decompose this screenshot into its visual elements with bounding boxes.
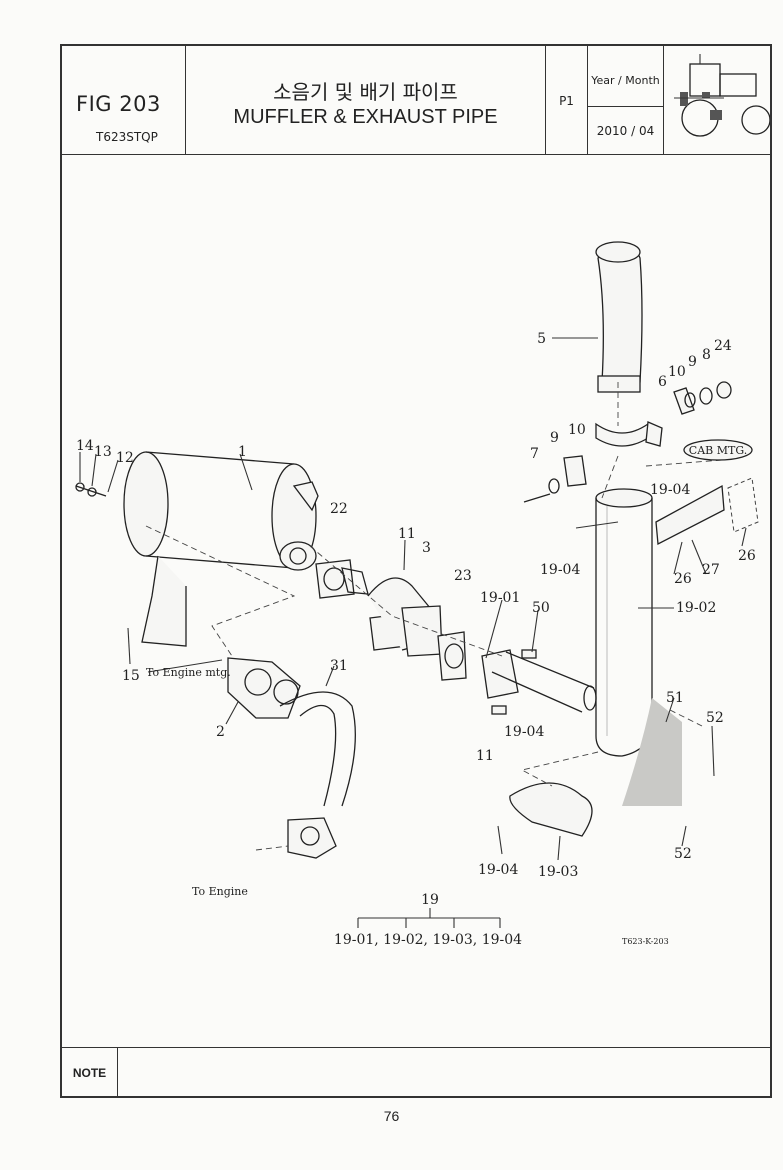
callout-14: 14 (76, 438, 94, 454)
callout-19-04-left: 19-04 (540, 562, 580, 578)
model-code: T623STQP (96, 130, 158, 144)
muffler-part (123, 451, 319, 647)
note-label: NOTE (62, 1048, 118, 1097)
pipe-19-01 (481, 649, 597, 715)
callout-7: 7 (530, 446, 539, 462)
guard-19-03 (509, 782, 593, 837)
callout-6: 6 (658, 374, 667, 390)
title-english: MUFFLER & EXHAUST PIPE (233, 106, 498, 128)
callout-9-upper: 9 (688, 354, 697, 370)
gaskets-and-converter (315, 559, 467, 681)
callout-leaders (79, 337, 747, 861)
page-number: 76 (383, 1108, 400, 1124)
callout-51: 51 (666, 690, 684, 706)
callout-52-upper: 52 (706, 710, 724, 726)
callout-1: 1 (238, 444, 247, 460)
callout-19-04-bottom: 19-04 (478, 862, 518, 878)
callout-19-04-mid: 19-04 (504, 724, 544, 740)
callout-15: 15 (122, 668, 140, 684)
callout-24: 24 (714, 338, 732, 354)
fig-number: FIG 203 (76, 92, 161, 116)
title-cell: 소음기 및 배기 파이프 MUFFLER & EXHAUST PIPE (186, 46, 546, 154)
assembly-group-19: 19 19-01, 19-02, 19-03, 19-04 (334, 892, 522, 948)
figure-reference-code: T623-K-203 (622, 937, 669, 946)
exploded-view-diagram: 5 6 10 9 8 24 10 9 7 1 14 13 12 22 11 3 … (75, 241, 759, 948)
callout-2: 2 (216, 724, 225, 740)
callout-9-lower: 9 (550, 430, 559, 446)
year-month-value: 2010 / 04 (596, 124, 655, 138)
callout-10-upper: 10 (668, 364, 686, 380)
callout-19-04-top: 19-04 (650, 482, 690, 498)
note-row: NOTE (62, 1047, 770, 1097)
callout-27: 27 (702, 562, 720, 578)
clamp-6-and-bracket-10 (563, 387, 695, 487)
date-cell: Year / Month 2010 / 04 (588, 46, 664, 154)
to-engine-label: To Engine (192, 885, 248, 898)
page-frame: FIG 203 T623STQP 소음기 및 배기 파이프 MUFFLER & … (60, 44, 772, 1098)
callout-50: 50 (532, 600, 550, 616)
washers-nuts (75, 381, 732, 503)
cab-mtg-label: CAB MTG. (689, 444, 747, 457)
callout-19-02: 19-02 (676, 600, 716, 616)
callout-26-right: 26 (738, 548, 756, 564)
pipe-part (279, 691, 356, 859)
callout-12: 12 (116, 450, 134, 466)
cab-mtg-badge: CAB MTG. (683, 439, 753, 461)
header: FIG 203 T623STQP 소음기 및 배기 파이프 MUFFLER & … (62, 46, 771, 155)
callout-31: 31 (330, 658, 348, 674)
group-number: 19 (421, 892, 439, 908)
page-tag-cell: P1 (546, 46, 588, 154)
year-month-label: Year / Month (591, 74, 660, 87)
callout-22: 22 (330, 501, 348, 517)
callout-5: 5 (537, 331, 546, 347)
callout-23: 23 (454, 568, 472, 584)
callout-19-03: 19-03 (538, 864, 578, 880)
callout-52-lower: 52 (674, 846, 692, 862)
flange-part (227, 657, 301, 719)
date-divider (588, 106, 663, 107)
assembly-dashed-lines (145, 382, 723, 851)
callout-11-upper: 11 (398, 526, 416, 542)
to-engine-mtg-label: To Engine mtg. (146, 666, 231, 679)
callout-8: 8 (702, 347, 711, 363)
callout-13: 13 (94, 444, 112, 460)
vertical-pipe-19-02 (595, 488, 653, 757)
callout-26-left: 26 (674, 571, 692, 587)
title-korean: 소음기 및 배기 파이프 (273, 80, 458, 104)
heat-shield-51 (622, 698, 682, 806)
callout-19-01: 19-01 (480, 590, 520, 606)
group-members: 19-01, 19-02, 19-03, 19-04 (334, 932, 522, 948)
cab-bracket-27 (655, 477, 759, 546)
callout-11-lower: 11 (476, 748, 494, 764)
callout-3: 3 (422, 540, 431, 556)
callout-10-lower: 10 (568, 422, 586, 438)
tail-pipe-5 (595, 241, 643, 393)
page-tag: P1 (559, 94, 574, 108)
fig-cell: FIG 203 T623STQP (62, 46, 186, 154)
